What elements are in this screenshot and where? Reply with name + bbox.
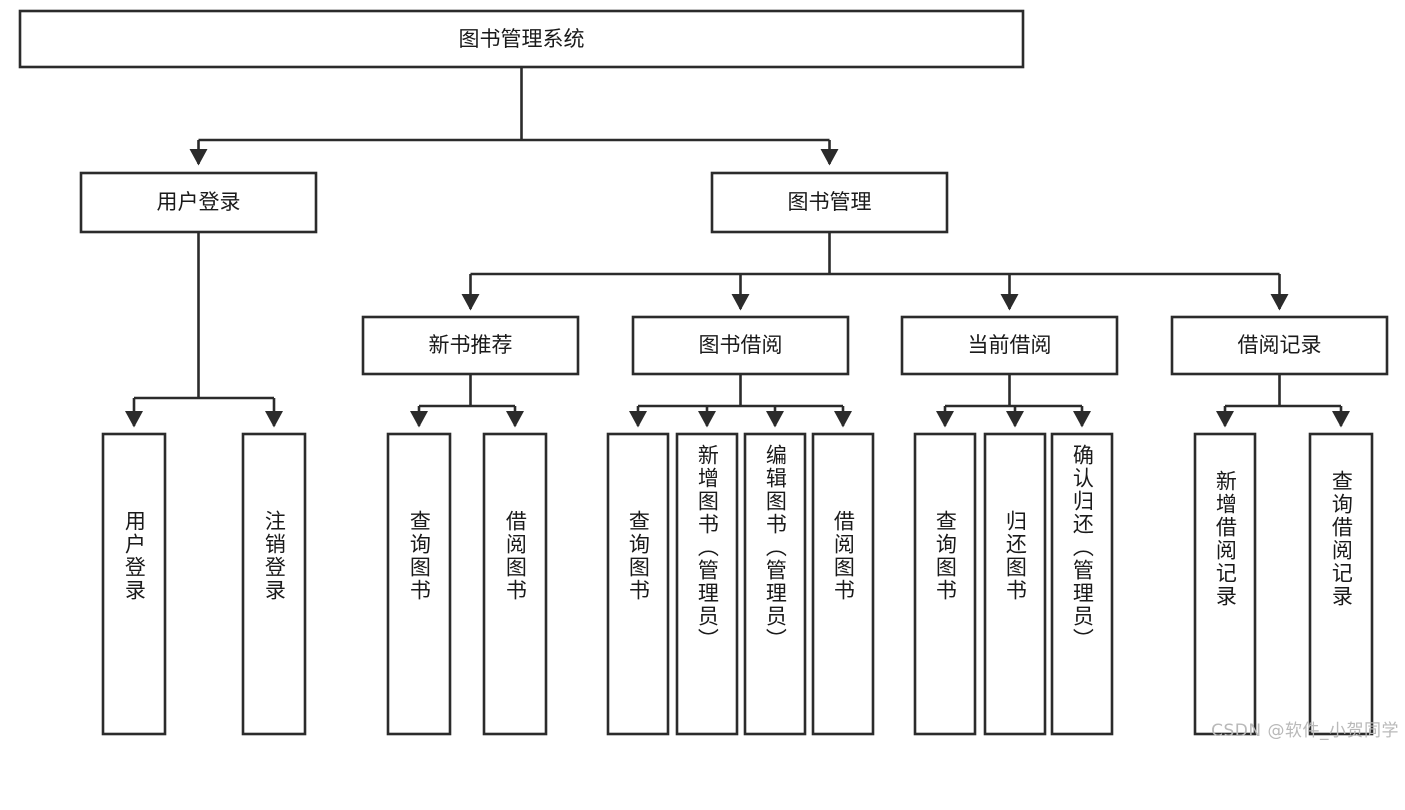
leaf-box-add-book-admin[interactable] bbox=[675, 432, 739, 736]
node-new-book-recommend-label: 新书推荐 bbox=[429, 333, 513, 357]
node-new-book-recommend-box[interactable] bbox=[361, 315, 580, 376]
node-root-label: 图书管理系统 bbox=[459, 27, 585, 51]
leaf-box-confirm-return-admin[interactable] bbox=[1050, 432, 1114, 736]
leaf-box-edit-book-admin[interactable] bbox=[743, 432, 807, 736]
leaf-box-query-book-new[interactable] bbox=[386, 432, 452, 736]
node-book-management-box[interactable] bbox=[710, 171, 949, 234]
leaf-box-borrow-book-new[interactable] bbox=[482, 432, 548, 736]
leaf-box-query-book-current[interactable] bbox=[913, 432, 977, 736]
csdn-watermark: CSDN @软件_小贺同学 bbox=[1211, 721, 1399, 741]
flowchart-svg: 图书管理系统 用户登录 图书管理 新书推荐 图书借阅 当前借阅 借阅记录 bbox=[18, 9, 1389, 736]
leaf-box-logout[interactable] bbox=[241, 432, 307, 736]
edges-layer bbox=[124, 67, 1351, 428]
node-book-management-label: 图书管理 bbox=[788, 190, 872, 214]
node-user-login-label: 用户登录 bbox=[157, 190, 241, 214]
leaf-box-borrow-book[interactable] bbox=[811, 432, 875, 736]
node-current-borrow-box[interactable] bbox=[900, 315, 1119, 376]
node-book-borrow-label: 图书借阅 bbox=[699, 333, 783, 357]
node-current-borrow-label: 当前借阅 bbox=[968, 333, 1052, 357]
node-book-borrow-box[interactable] bbox=[631, 315, 850, 376]
leaf-box-query-borrow-record[interactable] bbox=[1308, 432, 1374, 736]
leaf-box-add-borrow-record[interactable] bbox=[1193, 432, 1257, 736]
node-root-box[interactable] bbox=[18, 9, 1025, 69]
leaf-box-user-login[interactable] bbox=[101, 432, 167, 736]
node-user-login-box[interactable] bbox=[79, 171, 318, 234]
leaf-box-return-book[interactable] bbox=[983, 432, 1047, 736]
flowchart-canvas: 图书管理系统 用户登录 图书管理 新书推荐 图书借阅 当前借阅 借阅记录 bbox=[18, 9, 1399, 741]
node-borrow-records-label: 借阅记录 bbox=[1238, 333, 1322, 357]
leaf-box-query-book-borrow[interactable] bbox=[606, 432, 670, 736]
nodes-layer: 图书管理系统 用户登录 图书管理 新书推荐 图书借阅 当前借阅 借阅记录 bbox=[18, 9, 1389, 736]
node-borrow-records-box[interactable] bbox=[1170, 315, 1389, 376]
